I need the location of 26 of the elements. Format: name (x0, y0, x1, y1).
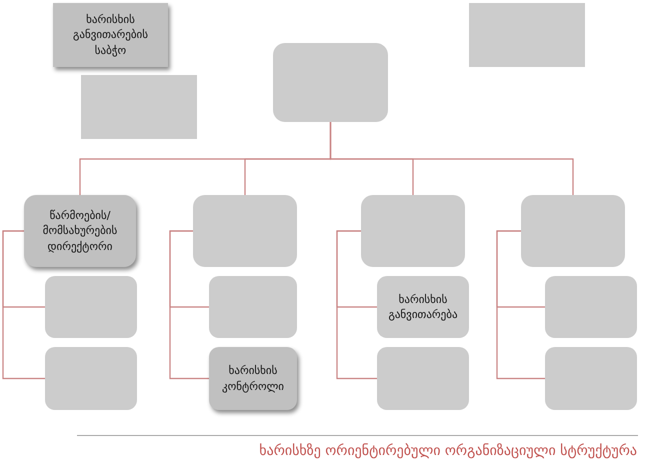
org-box (209, 276, 297, 338)
org-box (377, 347, 469, 410)
box-label: წარმოების/ მომსახურების დირექტორი (42, 208, 118, 254)
connector-line (2, 230, 45, 380)
connector-line (169, 230, 209, 380)
org-box (193, 195, 297, 267)
org-box (545, 276, 637, 338)
box-label: ხარისხის კონტროლი (220, 363, 285, 394)
connector-line (336, 230, 377, 380)
org-box (209, 347, 297, 410)
org-box (469, 3, 585, 67)
org-box (545, 347, 637, 410)
box-label: ხარისხის განვითარება (387, 292, 459, 322)
box-label: ხარისხის განვითარების საბჭო (72, 12, 149, 58)
org-box (45, 347, 137, 410)
diagram-title: ხარისხზე ორიენტირებული ორგანიზაციული სტრუქტურა (259, 443, 637, 459)
connector-line (496, 230, 545, 380)
org-box (24, 195, 136, 267)
org-box (273, 43, 388, 122)
org-box (521, 195, 625, 267)
org-box (81, 75, 197, 139)
org-box (53, 3, 168, 67)
org-box (361, 195, 465, 267)
org-box (377, 276, 469, 338)
connector-line (330, 122, 574, 195)
org-box (45, 276, 137, 338)
